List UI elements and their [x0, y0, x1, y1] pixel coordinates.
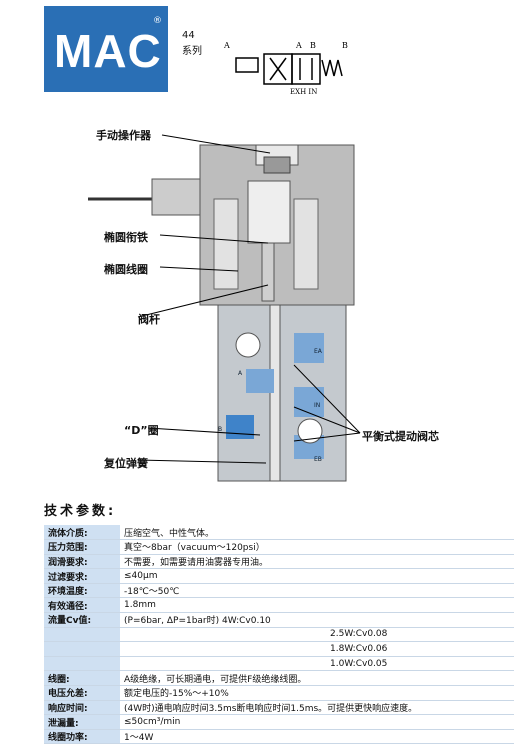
spec-row: 2.5W:Cv0.08: [44, 627, 514, 643]
spec-value: 1.8mm: [120, 597, 514, 614]
symbol-top-a: A: [295, 41, 302, 50]
spec-row: 线圈:A级绝缘，可长期通电，可提供F级绝缘线圈。: [44, 670, 514, 687]
spec-value: -18℃～50℃: [120, 583, 514, 599]
spec-value: ≤40μm: [120, 568, 514, 584]
spec-value: A级绝缘，可长期通电，可提供F级绝缘线圈。: [120, 670, 514, 687]
spec-table: 流体介质:压缩空气、中性气体。压力范围:真空～8bar（vacuum～120ps…: [44, 525, 514, 744]
spec-value: 2.5W:Cv0.08: [120, 627, 514, 643]
spec-value: ≤50cm³/min: [120, 714, 514, 730]
spec-key: 线圈:: [44, 670, 120, 687]
spec-value: 真空～8bar（vacuum～120psi）: [120, 539, 514, 555]
spec-value: (P=6bar, ΔP=1bar时) 4W:Cv0.10: [120, 612, 514, 628]
port-in-label: IN: [314, 402, 320, 409]
spec-value: 1.0W:Cv0.05: [120, 656, 514, 672]
port-b-label: B: [218, 426, 222, 433]
spec-key: 有效通径:: [44, 597, 120, 614]
symbol-bottom: EXH IN: [290, 88, 317, 96]
port-eb-label: EB: [314, 456, 322, 463]
spec-value: 压缩空气、中性气体。: [120, 525, 514, 541]
callout-valve-stem: 阀杆: [138, 313, 160, 326]
series-text: 系列: [182, 46, 202, 57]
port-a-label: A: [238, 370, 243, 377]
mac-logo: MAC ®: [44, 6, 168, 92]
port-ea-label: EA: [314, 348, 323, 355]
spec-row: 泄漏量:≤50cm³/min: [44, 714, 514, 730]
symbol-port-a: A: [223, 41, 230, 50]
spec-key: 流量Cv值:: [44, 612, 120, 628]
callout-oval-armature: 椭圆衔铁: [104, 231, 148, 244]
spec-row: 流量Cv值:(P=6bar, ΔP=1bar时) 4W:Cv0.10: [44, 612, 514, 628]
spec-key: 线圈功率:: [44, 729, 120, 744]
spec-row: 环境温度:-18℃～50℃: [44, 583, 514, 599]
symbol-top-b: B: [310, 41, 316, 50]
spec-value: 1.8W:Cv0.06: [120, 641, 514, 657]
spec-row: 压力范围:真空～8bar（vacuum～120psi）: [44, 539, 514, 555]
spec-value: (4W时)通电响应时间3.5ms断电响应时间1.5ms。可提供更快响应速度。: [120, 700, 514, 716]
spec-key: 过滤要求:: [44, 568, 120, 584]
spec-value: 不需要，如需要请用油雾器专用油。: [120, 554, 514, 570]
spec-row: 过滤要求:≤40μm: [44, 568, 514, 584]
spec-value: 额定电压的-15%～+10%: [120, 685, 514, 701]
spec-key: [44, 656, 120, 672]
spec-row: 有效通径:1.8mm: [44, 597, 514, 614]
spec-row: 润滑要求:不需要，如需要请用油雾器专用油。: [44, 554, 514, 570]
logo-text: MAC: [54, 25, 162, 77]
spec-key: 流体介质:: [44, 525, 120, 541]
series-label: 44 系列: [182, 28, 202, 60]
valve-cross-section: EA A IN B EB: [88, 134, 361, 482]
spec-row: 流体介质:压缩空气、中性气体。: [44, 525, 514, 541]
spec-key: [44, 641, 120, 657]
callout-manual-operator: 手动操作器: [96, 129, 151, 142]
spec-row: 1.0W:Cv0.05: [44, 656, 514, 672]
symbol-port-b: B: [342, 41, 348, 50]
spec-key: 环境温度:: [44, 583, 120, 599]
spec-key: 压力范围:: [44, 539, 120, 555]
callout-d-ring: “D”圈: [124, 424, 159, 437]
spec-row: 1.8W:Cv0.06: [44, 641, 514, 657]
registered-mark: ®: [153, 16, 162, 26]
spec-value: 1～4W: [120, 729, 514, 744]
series-number: 44: [182, 30, 195, 41]
spec-key: 润滑要求:: [44, 554, 120, 570]
spec-key: 泄漏量:: [44, 714, 120, 730]
spec-row: 响应时间:(4W时)通电响应时间3.5ms断电响应时间1.5ms。可提供更快响应…: [44, 700, 514, 716]
spec-key: 响应时间:: [44, 700, 120, 716]
tech-title: 技术参数:: [44, 504, 117, 519]
callout-oval-coil: 椭圆线圈: [104, 263, 148, 276]
spec-row: 电压允差:额定电压的-15%～+10%: [44, 685, 514, 701]
spec-row: 线圈功率:1～4W: [44, 729, 514, 744]
callout-balanced-poppet: 平衡式提动阀芯: [362, 430, 439, 443]
spec-key: [44, 627, 120, 643]
callout-return-spring: 复位弹簧: [104, 457, 148, 470]
valve-symbol: A B A B EXH IN: [223, 41, 348, 96]
spec-key: 电压允差:: [44, 685, 120, 701]
